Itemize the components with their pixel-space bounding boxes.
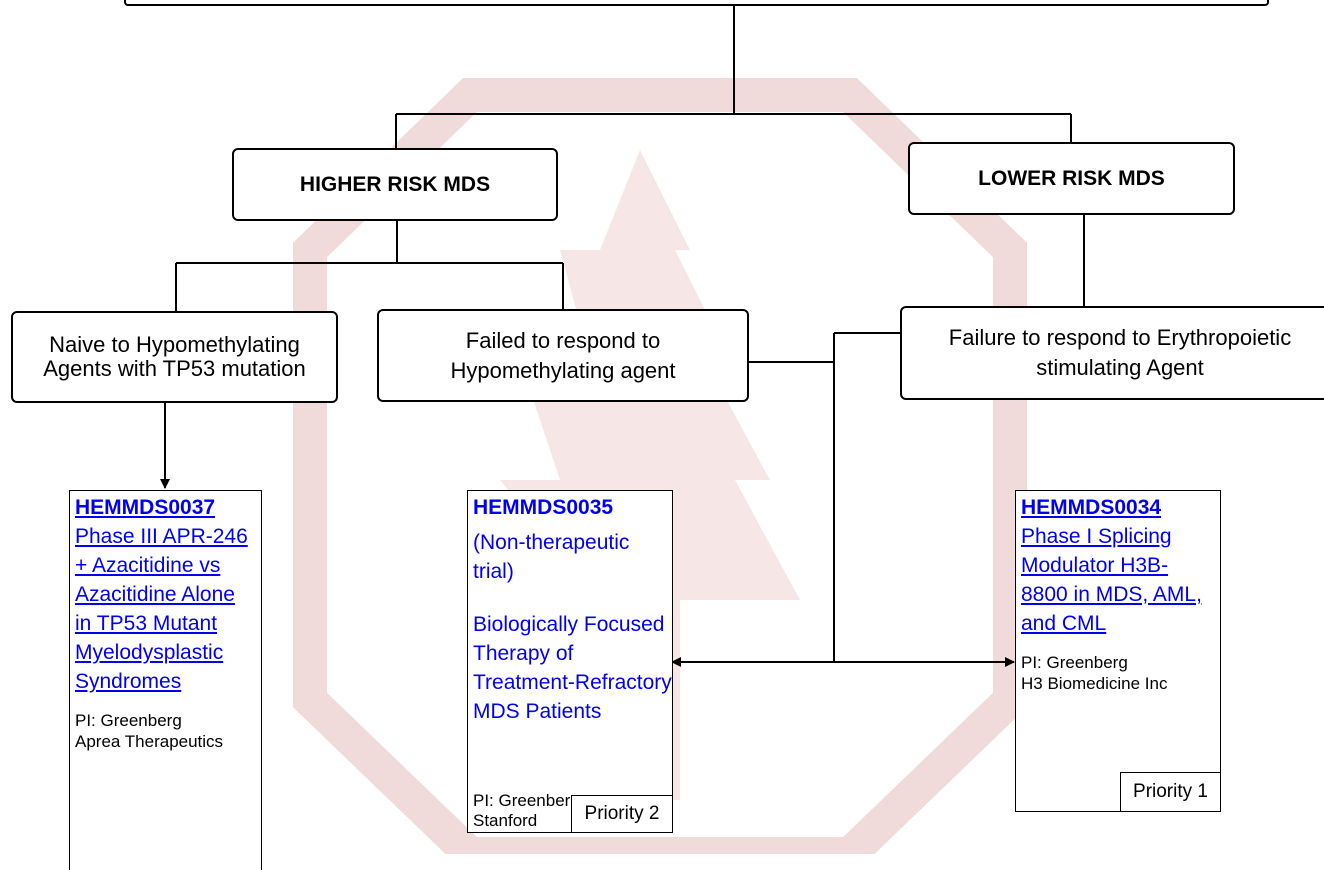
- priority-label: Priority 1: [1133, 781, 1208, 802]
- lower-risk-box: LOWER RISK MDS: [908, 142, 1235, 215]
- priority-label: Priority 2: [584, 803, 660, 824]
- trial-title: Biologically Focused Therapy of Treatmen…: [473, 613, 672, 723]
- trial-card-hemmds0035: HEMMDS0035 (Non-therapeutic trial) Biolo…: [467, 490, 673, 833]
- trial-note: (Non-therapeutic trial): [473, 531, 630, 583]
- trial-sponsor: H3 Biomedicine Inc: [1021, 674, 1168, 693]
- failed-esa-box: Failure to respond to Erythropoietic sti…: [900, 306, 1324, 400]
- trial-code-link[interactable]: HEMMDS0034: [1021, 496, 1162, 519]
- trial-pi: PI: Greenberg: [1021, 653, 1128, 672]
- root-box: [124, 0, 1269, 6]
- trial-pi-block: PI: Greenberg Stanford: [473, 791, 573, 831]
- lower-risk-label: LOWER RISK MDS: [978, 166, 1165, 190]
- trial-card-hemmds0034: HEMMDS0034 Phase I Splicing Modulator H3…: [1015, 490, 1221, 812]
- trial-pi: PI: Greenberg: [473, 791, 573, 810]
- trial-pi: PI: Greenberg: [75, 711, 182, 730]
- naive-hma-box: Naive to Hypomethylating Agents with TP5…: [11, 311, 338, 403]
- trial-sponsor: Aprea Therapeutics: [75, 732, 224, 751]
- higher-risk-box: HIGHER RISK MDS: [232, 148, 558, 221]
- trial-title-link[interactable]: Phase I Splicing Modulator H3B-8800 in M…: [1021, 525, 1202, 635]
- failed-hma-box: Failed to respond to Hypomethylating age…: [377, 309, 749, 402]
- trial-card-hemmds0037: HEMMDS0037 Phase III APR-246 + Azacitidi…: [69, 490, 262, 870]
- naive-hma-label: Naive to Hypomethylating Agents with TP5…: [43, 332, 306, 381]
- trial-title-link[interactable]: Phase III APR-246 + Azacitidine vs Azaci…: [75, 525, 248, 693]
- trial-sponsor: Stanford: [473, 811, 538, 830]
- higher-risk-label: HIGHER RISK MDS: [299, 172, 491, 196]
- failed-esa-label: Failure to respond to Erythropoietic sti…: [948, 325, 1292, 380]
- trial-code-link[interactable]: HEMMDS0037: [75, 496, 216, 519]
- priority-badge-1: Priority 1: [1120, 772, 1221, 812]
- priority-badge-2: Priority 2: [571, 795, 673, 833]
- failed-hma-label: Failed to respond to Hypomethylating age…: [450, 327, 676, 383]
- trial-code: HEMMDS0035: [473, 496, 614, 519]
